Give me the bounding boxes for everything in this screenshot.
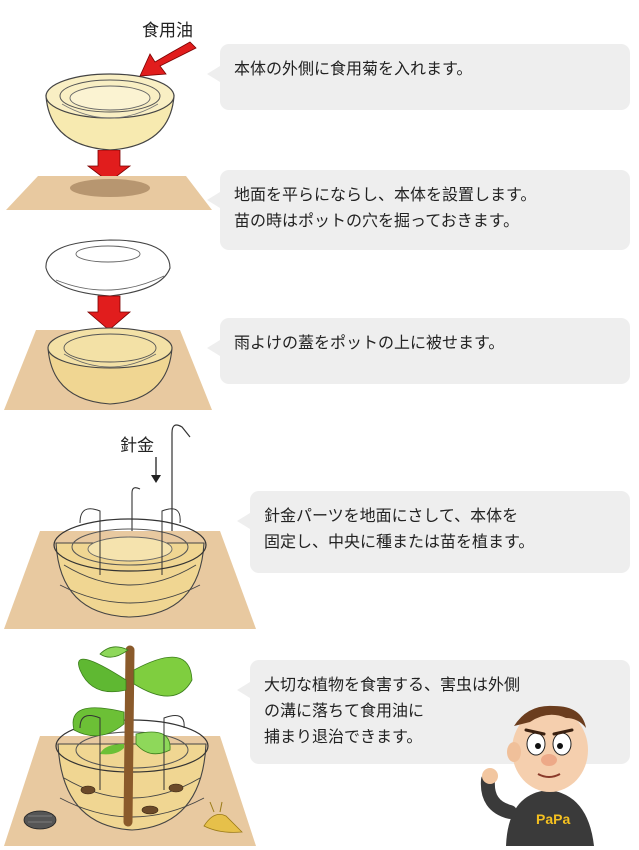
step-2-text-1: 地面を平らにならし、本体を設置します。 (234, 185, 537, 204)
step-5-text-3: 捕まり退治できます。 (264, 727, 423, 746)
step-2-bubble: 地面を平らにならし、本体を設置します。 苗の時はポットの穴を掘っておきます。 (207, 170, 630, 250)
step-5-text-1: 大切な植物を食害する、害虫は外側 (264, 675, 521, 694)
oil-label: 食用油 (142, 21, 193, 41)
plant-stem (123, 645, 135, 827)
red-arrow-icon (86, 295, 132, 331)
step-4-text-1: 針金パーツを地面にさして、本体を (264, 506, 519, 525)
step-5: 大切な植物を食害する、害虫は外側 の溝に落ちて食用油に 捕まり退治できます。 P… (0, 640, 639, 850)
step-2: 地面を平らにならし、本体を設置します。 苗の時はポットの穴を掘っておきます。 (0, 150, 639, 250)
rain-lid (45, 239, 171, 297)
step-3-illustration (4, 239, 212, 410)
step-3-text: 雨よけの蓋をポットの上に被せます。 (234, 333, 505, 352)
leaf-icon (78, 658, 127, 693)
step-1-text: 本体の外側に食用菊を入れます。 (234, 59, 473, 78)
pill-bug-icon (23, 810, 57, 830)
step-4: 針金 針金パーツを地面にさして、本体を 固定し、中央に種または苗を植ます。 (0, 415, 639, 635)
step-5-text-2: の溝に落ちて食用油に (264, 701, 425, 720)
leaf-icon (100, 744, 124, 755)
step-3-bubble: 雨よけの蓋をポットの上に被せます。 (207, 318, 630, 384)
step-5-illustration (4, 645, 256, 846)
slug-icon (203, 801, 243, 833)
leaf-icon (135, 731, 171, 755)
leaf-icon (133, 656, 193, 697)
pest-bug-icon (80, 783, 184, 815)
wire-part (171, 424, 191, 553)
red-arrow-icon (86, 150, 132, 183)
step-1-illustration (45, 41, 197, 150)
step-4-text-2: 固定し、中央に種または苗を植ます。 (264, 532, 535, 551)
step-2-illustration (6, 150, 212, 210)
step-2-text-2: 苗の時はポットの穴を掘っておきます。 (234, 211, 520, 230)
wire-label: 針金 (120, 436, 154, 456)
mascot-character: PaPa (480, 705, 594, 846)
leaf-icon (72, 707, 125, 737)
step-1: 食用油 本体の外側に食用菊を入れます。 (0, 0, 639, 150)
leaf-icon (99, 646, 129, 658)
down-arrow-icon (151, 475, 161, 483)
step-3: 雨よけの蓋をポットの上に被せます。 (0, 230, 639, 410)
mascot-shirt-text: PaPa (536, 811, 570, 827)
red-arrow-icon (139, 41, 197, 77)
planting-hole (70, 179, 150, 197)
step-1-bubble: 本体の外側に食用菊を入れます。 (207, 44, 630, 110)
step-4-bubble: 針金パーツを地面にさして、本体を 固定し、中央に種または苗を植ます。 (237, 491, 630, 573)
step-4-illustration (4, 424, 256, 629)
